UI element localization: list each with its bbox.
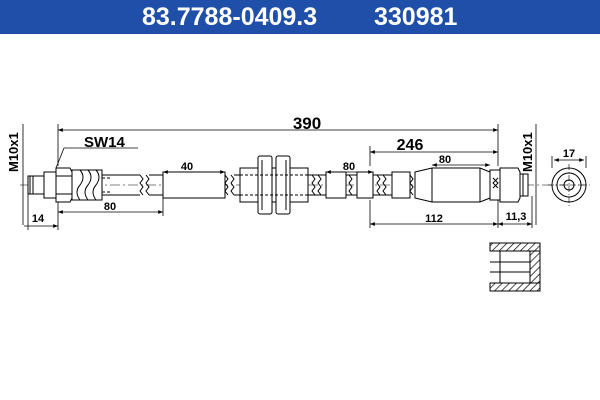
section-detail xyxy=(489,242,541,292)
dim-sleeve-2: 80 xyxy=(343,161,355,173)
dim-total-length: 390 xyxy=(293,114,321,133)
reference-number: 330981 xyxy=(374,3,458,31)
wrench-size-label: SW14 xyxy=(84,134,126,151)
sleeve-1 xyxy=(149,171,226,199)
title-bar: 83.7788-0409.3 330981 xyxy=(0,0,600,34)
end-view xyxy=(548,164,590,206)
mounting-bracket xyxy=(239,155,309,215)
left-fitting xyxy=(27,167,140,203)
hose-segments xyxy=(308,171,392,199)
hose-break xyxy=(139,174,150,196)
dimension-lines xyxy=(22,124,587,230)
thread-right-label: M10x1 xyxy=(520,132,535,172)
dim-right-length: 112 xyxy=(425,213,443,225)
dim-sleeve-1: 40 xyxy=(181,161,193,173)
dim-end-view-diameter: 17 xyxy=(563,148,575,160)
dim-left-hex-offset: 14 xyxy=(32,213,45,225)
dim-right-end: 11,3 xyxy=(506,211,527,223)
right-fitting xyxy=(391,167,529,203)
technical-drawing: 390 246 80 40 80 80 14 112 11,3 17 SW14 … xyxy=(6,114,590,292)
dim-left-fitting-length: 80 xyxy=(104,201,116,213)
dim-sub-length: 246 xyxy=(397,137,424,154)
hose-break xyxy=(224,174,240,196)
thread-left-label: M10x1 xyxy=(6,132,21,172)
dimension-labels: 390 246 80 40 80 80 14 112 11,3 17 SW14 … xyxy=(6,114,575,225)
dim-sleeve-3: 80 xyxy=(439,154,451,166)
part-number: 83.7788-0409.3 xyxy=(142,3,318,31)
